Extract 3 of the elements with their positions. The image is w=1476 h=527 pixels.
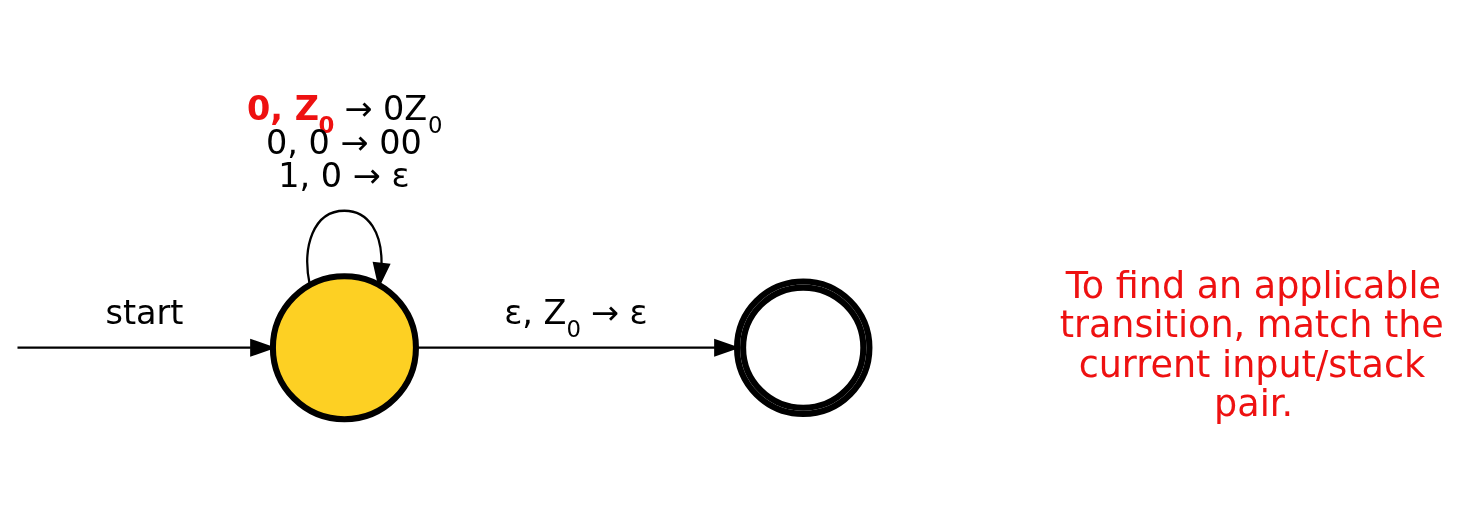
label: To find an applicable transition, match the current input/stack pair. [1059, 263, 1444, 425]
edge-label: start [105, 292, 184, 332]
edge-label: ε, Z$_{0}$ → ε [504, 292, 648, 342]
